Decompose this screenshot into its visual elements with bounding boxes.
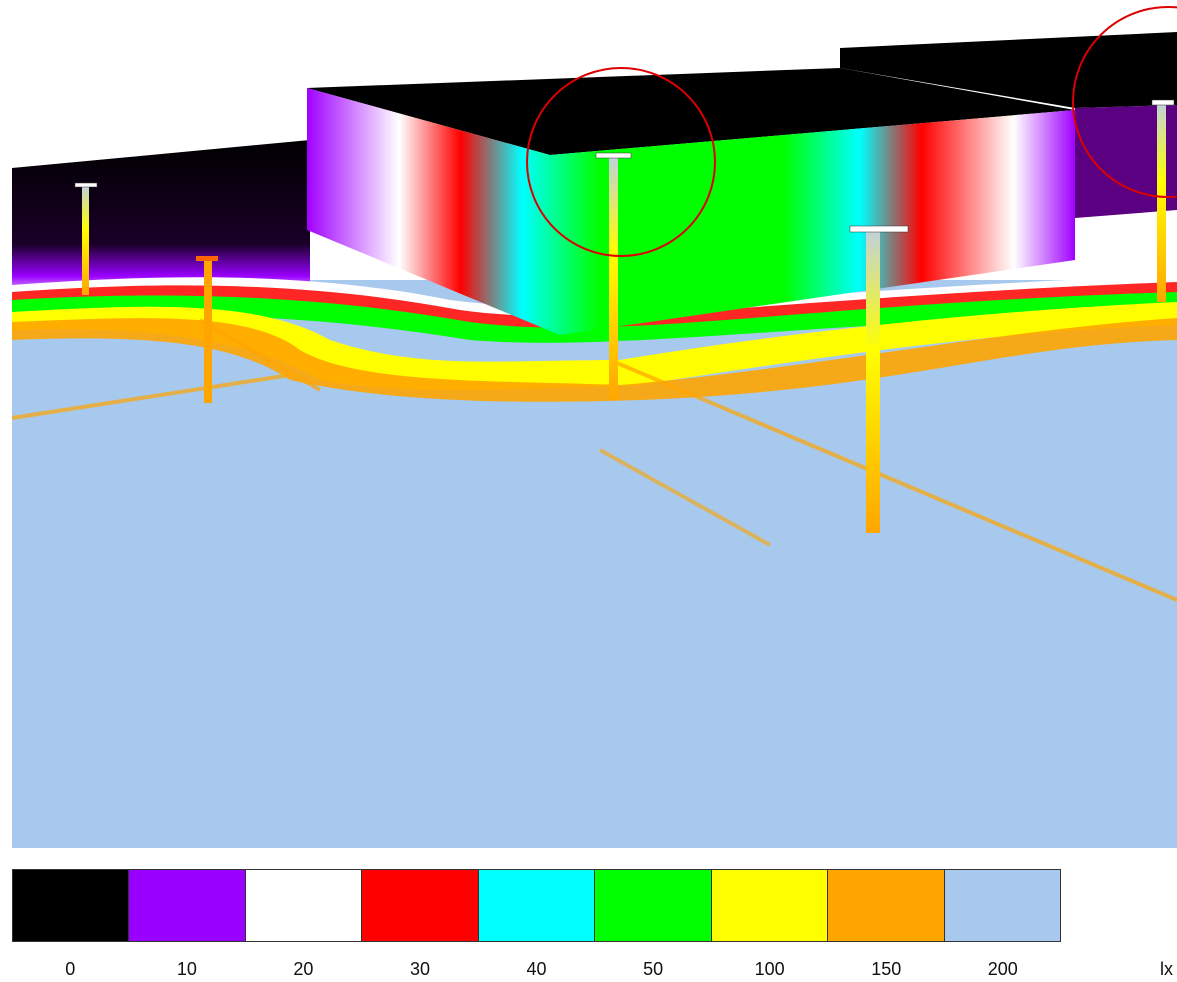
glow-band-white bbox=[12, 275, 1177, 330]
light-pole bbox=[866, 228, 880, 533]
glow-band-green bbox=[12, 292, 1177, 343]
legend-label: 10 bbox=[176, 959, 197, 979]
dark-backdrop bbox=[12, 140, 310, 300]
building-roof bbox=[307, 68, 1075, 155]
legend-swatch bbox=[595, 870, 712, 941]
legend-label: 50 bbox=[643, 959, 664, 979]
lamp-head bbox=[196, 256, 218, 261]
lamp-head bbox=[74, 182, 98, 188]
pole-shadow bbox=[599, 448, 771, 547]
legend-swatch bbox=[129, 870, 246, 941]
light-pole bbox=[1157, 102, 1166, 302]
legend-unit: lx bbox=[1160, 959, 1173, 979]
legend-label: 40 bbox=[526, 959, 547, 979]
legend-swatch bbox=[478, 870, 596, 941]
pole-shadow bbox=[609, 358, 1177, 602]
building-wall bbox=[307, 88, 1075, 335]
lamp-head bbox=[1151, 99, 1175, 106]
highlight-circle bbox=[526, 67, 716, 257]
legend-swatch bbox=[362, 870, 479, 941]
light-pole bbox=[609, 155, 618, 400]
legend-label: 20 bbox=[293, 959, 314, 979]
legend-swatch bbox=[828, 870, 945, 941]
legend-swatch bbox=[944, 870, 1060, 941]
glow-band-red bbox=[12, 282, 1177, 335]
legend-labels: 0 10 20 30 40 50 100 150 200 bbox=[12, 958, 1061, 980]
building-wall-right bbox=[1075, 105, 1177, 218]
legend-label: 200 bbox=[987, 959, 1018, 979]
pole-shadow bbox=[198, 318, 322, 392]
legend-label: 100 bbox=[754, 959, 785, 979]
color-legend bbox=[12, 869, 1061, 942]
light-pole bbox=[204, 258, 212, 403]
building-roof-right bbox=[840, 32, 1177, 108]
legend-swatch bbox=[245, 870, 363, 941]
pole-shadow bbox=[11, 373, 291, 420]
legend-label: 150 bbox=[871, 959, 902, 979]
illuminance-render bbox=[11, 6, 1177, 848]
highlight-circle bbox=[1072, 6, 1177, 198]
lamp-head bbox=[595, 152, 632, 159]
legend-swatch bbox=[13, 870, 130, 941]
legend-swatch bbox=[711, 870, 829, 941]
lamp-head bbox=[849, 225, 909, 233]
light-pole bbox=[82, 185, 89, 295]
legend-label: 0 bbox=[65, 959, 76, 979]
legend-label: 30 bbox=[409, 959, 430, 979]
